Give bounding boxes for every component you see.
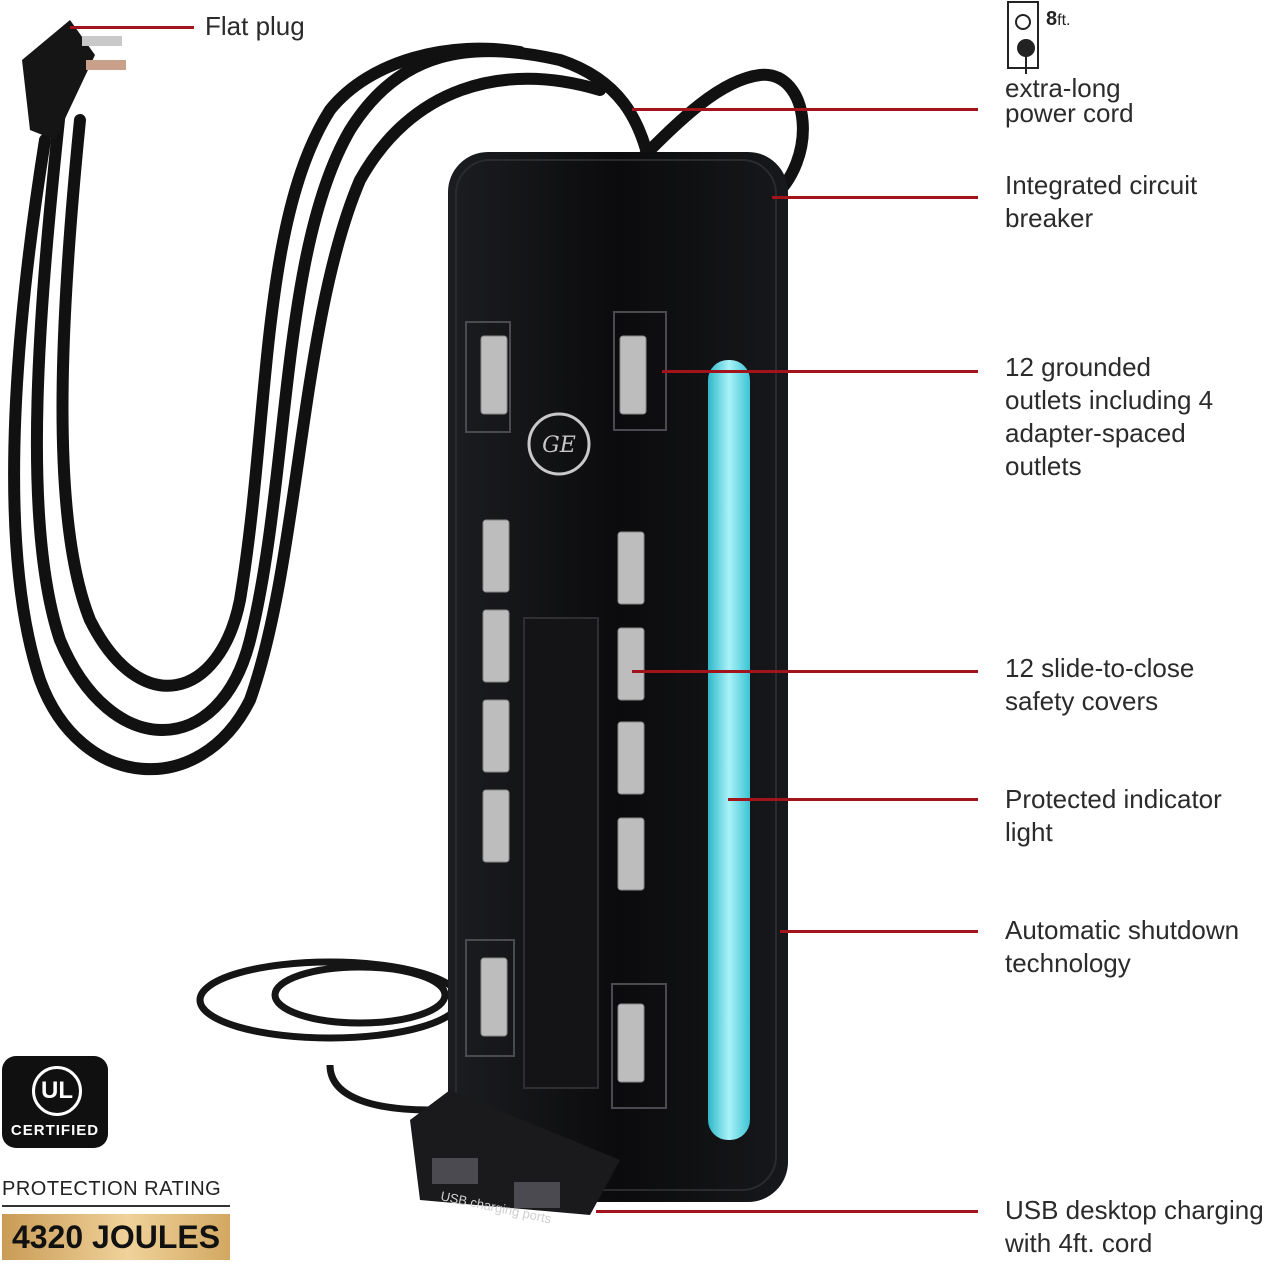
callout-line-breaker — [772, 196, 978, 199]
ul-mark-icon: UL — [32, 1066, 82, 1116]
callout-line-shutdown — [780, 930, 978, 933]
callout-covers: 12 slide-to-close safety covers — [1005, 653, 1195, 716]
callout-flat-plug: Flat plug — [205, 11, 305, 41]
outlets — [465, 311, 667, 1109]
callout-line-outlets — [662, 370, 978, 373]
ul-certified-badge: UL CERTIFIED — [2, 1056, 108, 1148]
callout-line-covers — [632, 670, 978, 673]
power-cord — [8, 42, 809, 776]
callout-line-indicator — [728, 798, 978, 801]
cord-length-label: 8ft. — [1046, 8, 1071, 30]
callout-shutdown: Automatic shutdown technology — [1005, 915, 1240, 978]
ge-logo-icon — [527, 412, 591, 476]
callout-power-cord: extra-long power cord — [1005, 73, 1134, 128]
svg-text:GE: GE — [542, 433, 576, 458]
callout-usb: USB desktop charging with 4ft. cord — [1005, 1195, 1264, 1258]
callout-breaker: Integrated circuit breaker — [1005, 170, 1198, 233]
cord-length-icon — [1007, 1, 1039, 74]
callout-line-usb — [596, 1210, 978, 1213]
protection-rating-label: PROTECTION RATING — [2, 1178, 222, 1200]
protection-rating-value: 4320 JOULES — [2, 1214, 230, 1260]
flat-plug — [22, 20, 126, 140]
callout-line-flat-plug — [70, 26, 194, 29]
indicator-light — [708, 360, 750, 1140]
rating-divider — [2, 1205, 230, 1207]
callout-outlets: 12 grounded outlets including 4 adapter-… — [1005, 352, 1214, 481]
callout-line-power-cord — [632, 108, 978, 111]
callout-indicator: Protected indicator light — [1005, 784, 1222, 847]
ul-certified-text: CERTIFIED — [10, 1122, 100, 1139]
usb-cord — [196, 958, 464, 1114]
